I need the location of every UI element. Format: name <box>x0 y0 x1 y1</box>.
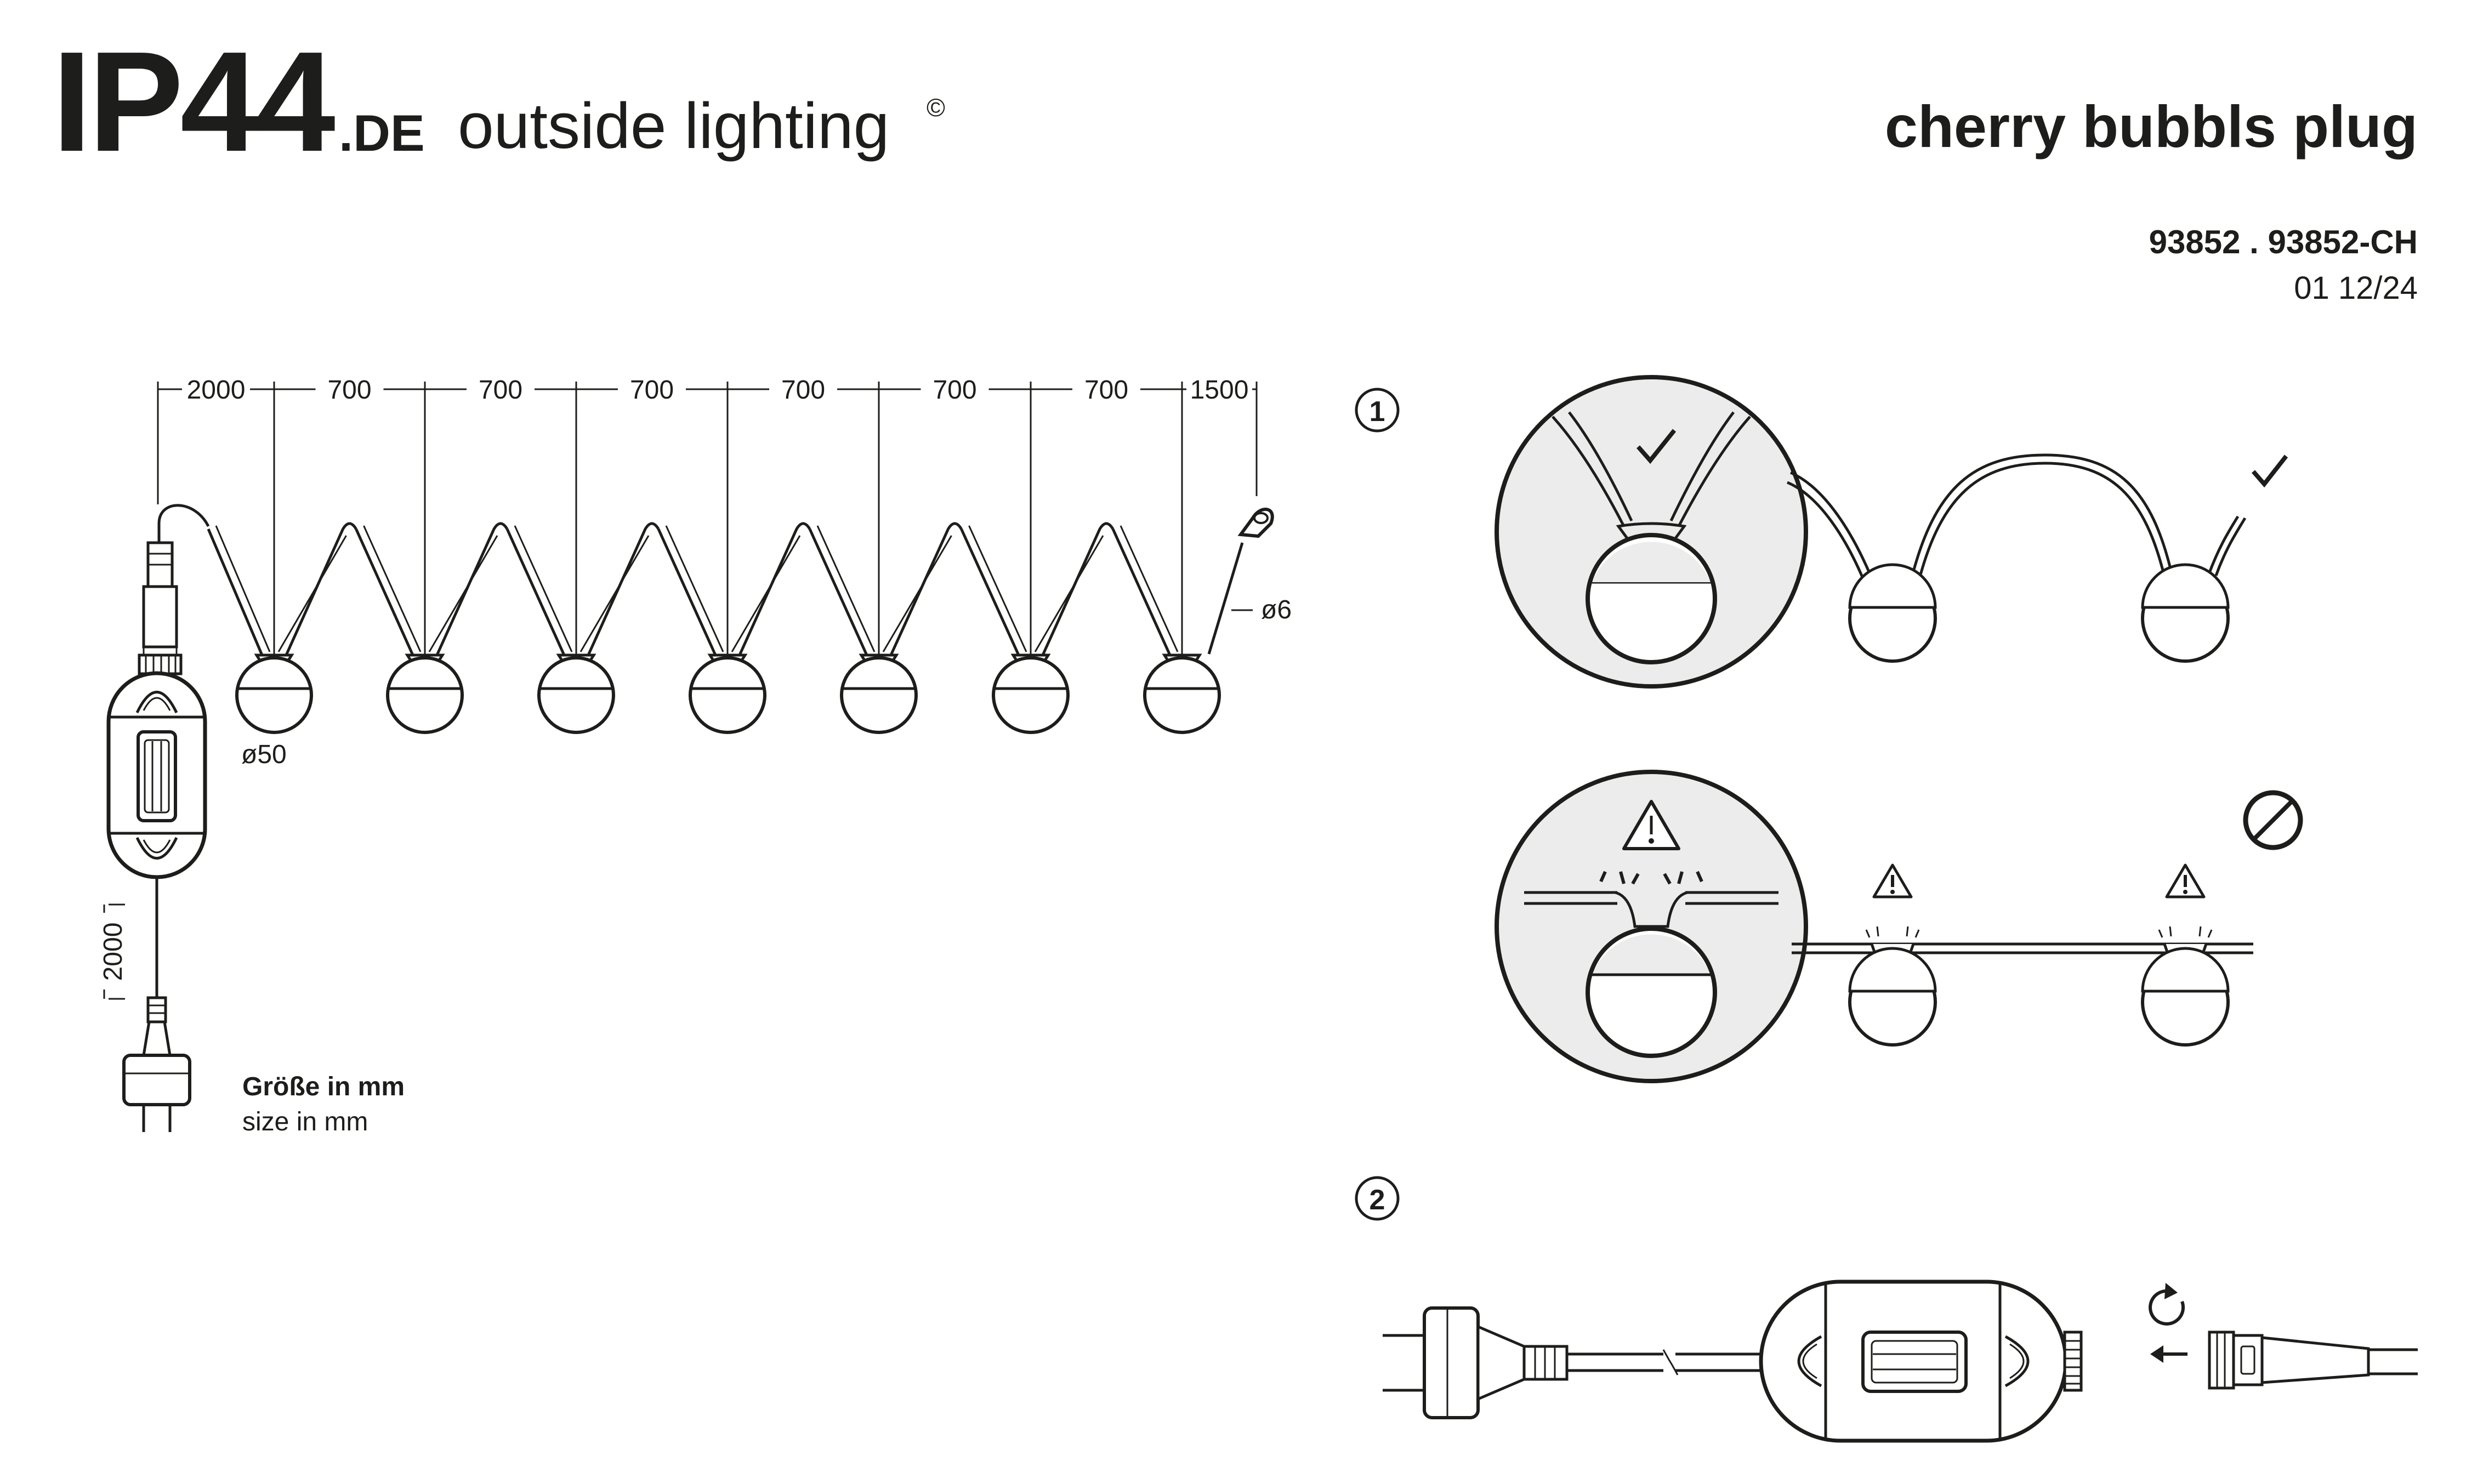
string-cable <box>207 528 264 656</box>
string-cable <box>968 525 1027 652</box>
cable-end-loop <box>1207 508 1274 655</box>
product-title: cherry bubbls plug <box>1885 93 2418 160</box>
bulb <box>386 656 464 734</box>
step-1-marker: 1 <box>1355 388 1400 433</box>
logo-ip44: IP44 <box>52 22 337 181</box>
string-cable <box>808 528 868 656</box>
dimension-label-4: 700 <box>630 376 674 405</box>
string-cable <box>1041 522 1115 656</box>
step-1-number: 1 <box>1370 396 1385 428</box>
string-cable <box>1034 535 1104 652</box>
correct-mounting-illustration <box>1495 375 2288 689</box>
string-cable <box>514 525 573 652</box>
dimension-label-2: 700 <box>327 376 371 405</box>
dimension-label-6: 700 <box>933 376 976 405</box>
size-unit-label-de: Größe in mm <box>242 1072 405 1101</box>
string-cable <box>816 525 876 652</box>
string-cable <box>960 528 1020 656</box>
bulb-diameter-label: ø50 <box>241 740 287 769</box>
controller-box <box>1759 1280 2083 1443</box>
string-cable <box>579 535 650 652</box>
warning-triangle-icon <box>2165 863 2206 899</box>
dimension-label-8: 1500 <box>1190 376 1249 405</box>
string-cable <box>889 522 963 656</box>
string-cable <box>665 525 724 652</box>
crack-marks <box>1599 871 1703 885</box>
string-cable <box>215 525 271 652</box>
revision-date: 01 12/24 <box>2294 270 2418 306</box>
brand-logo: IP44 .DE outside lighting © <box>52 22 945 181</box>
bulb <box>537 656 615 734</box>
controller-box <box>106 653 207 879</box>
dimension-labels: 2000 700 700 700 700 700 700 1500 <box>187 376 1249 405</box>
dimension-label-7: 700 <box>1084 376 1128 405</box>
dimension-label-3: 700 <box>479 376 522 405</box>
dimension-label-1: 2000 <box>187 376 246 405</box>
connection-illustration <box>1383 1280 2418 1443</box>
checkmark-icon <box>2251 454 2288 488</box>
bulb <box>1143 656 1221 734</box>
dimension-drawing: 2000 700 700 700 700 700 700 1500 ø6 <box>99 376 1292 1136</box>
string-cable <box>587 522 660 656</box>
article-numbers: 93852 . 93852-CH <box>2149 224 2418 260</box>
supply-dimension <box>103 903 125 1000</box>
cable-diameter-label: ø6 <box>1261 595 1292 624</box>
copyright-mark: © <box>927 93 945 122</box>
bulb <box>840 656 918 734</box>
string-cable <box>285 522 357 656</box>
warning-triangle-icon <box>1872 863 1913 899</box>
incorrect-mounting-illustration <box>1495 770 2303 1083</box>
dimension-label-5: 700 <box>781 376 825 405</box>
string-cable <box>435 522 509 656</box>
string-cable <box>355 528 414 656</box>
string-cable <box>657 528 717 656</box>
string-cable <box>731 535 801 652</box>
power-plug <box>1383 1306 1762 1419</box>
string-cable <box>277 535 347 652</box>
bulb <box>235 656 313 734</box>
logo-tagline: outside lighting <box>458 90 889 162</box>
light-string <box>207 522 1221 734</box>
string-cable <box>1120 525 1179 652</box>
power-plug <box>122 877 191 1132</box>
step-2-marker: 2 <box>1355 1176 1400 1221</box>
bulb <box>992 656 1070 734</box>
step-2-number: 2 <box>1370 1184 1385 1216</box>
cable-connector <box>142 504 210 655</box>
string-cable <box>1111 528 1172 656</box>
crack-marks <box>1865 926 2213 938</box>
string-cable <box>428 535 498 652</box>
bulb <box>689 656 766 734</box>
string-cable <box>738 522 811 656</box>
checkmark-icon <box>1636 429 1677 464</box>
push-arrow-icon <box>2150 1345 2187 1363</box>
logo-domain: .DE <box>339 104 425 162</box>
cable-connector <box>2208 1331 2418 1390</box>
string-cable <box>363 525 422 652</box>
dimension-ticks <box>157 382 1258 658</box>
string-cable <box>505 528 566 656</box>
size-unit-label-en: size in mm <box>242 1107 368 1136</box>
supply-cable-length: 2000 <box>99 923 128 981</box>
warning-triangle-icon <box>1622 800 1680 850</box>
prohibited-icon <box>2243 790 2303 850</box>
string-cable <box>882 535 952 652</box>
rotate-arrow-icon <box>2149 1283 2185 1326</box>
